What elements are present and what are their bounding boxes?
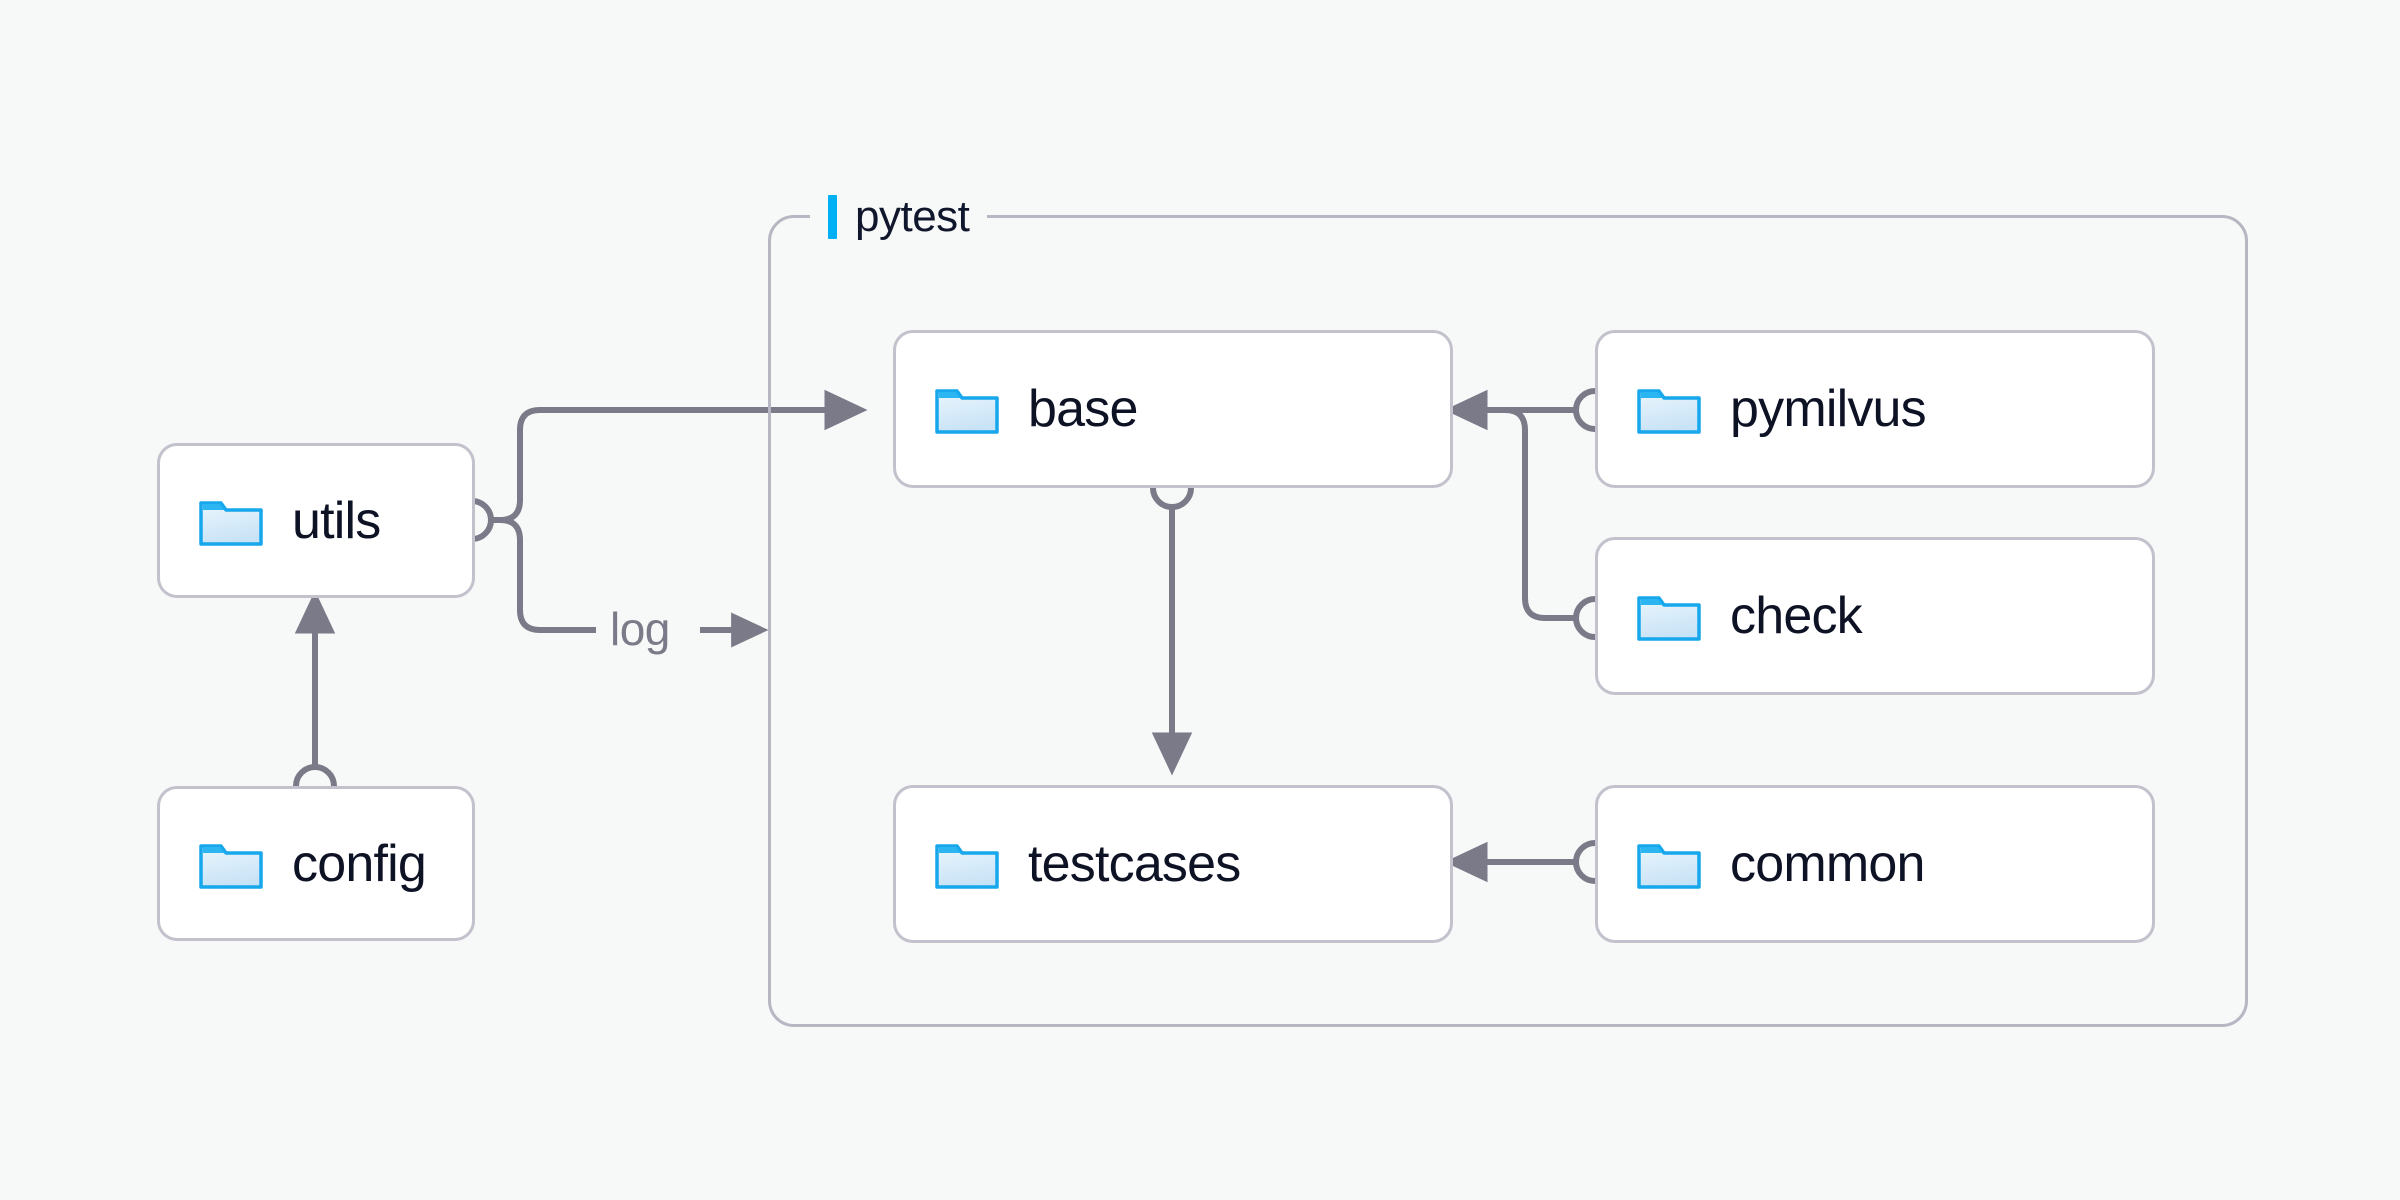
folder-icon (1637, 596, 1701, 641)
node-check[interactable]: check (1595, 537, 2155, 695)
folder-icon (935, 389, 999, 434)
node-common[interactable]: common (1595, 785, 2155, 943)
group-pytest (768, 215, 2248, 1027)
node-pymilvus[interactable]: pymilvus (1595, 330, 2155, 488)
group-pytest-label: pytest (810, 190, 988, 244)
node-label-testcases: testcases (1028, 835, 1241, 893)
node-config[interactable]: config (157, 786, 475, 941)
node-label-common: common (1730, 835, 1925, 893)
node-label-check: check (1730, 587, 1863, 645)
node-utils[interactable]: utils (157, 443, 475, 598)
folder-icon (199, 843, 263, 889)
vertical-bar-accent-icon (828, 195, 837, 239)
node-label-utils: utils (292, 491, 381, 550)
folder-icon (1637, 844, 1701, 889)
node-label-base: base (1028, 380, 1138, 438)
node-label-pymilvus: pymilvus (1730, 380, 1927, 438)
folder-icon (199, 500, 263, 546)
folder-icon (935, 844, 999, 889)
node-testcases[interactable]: testcases (893, 785, 1453, 943)
group-title-text: pytest (855, 192, 970, 241)
node-label-config: config (292, 834, 427, 893)
folder-icon (1637, 389, 1701, 434)
node-base[interactable]: base (893, 330, 1453, 488)
edge-label-log: log (600, 602, 680, 656)
